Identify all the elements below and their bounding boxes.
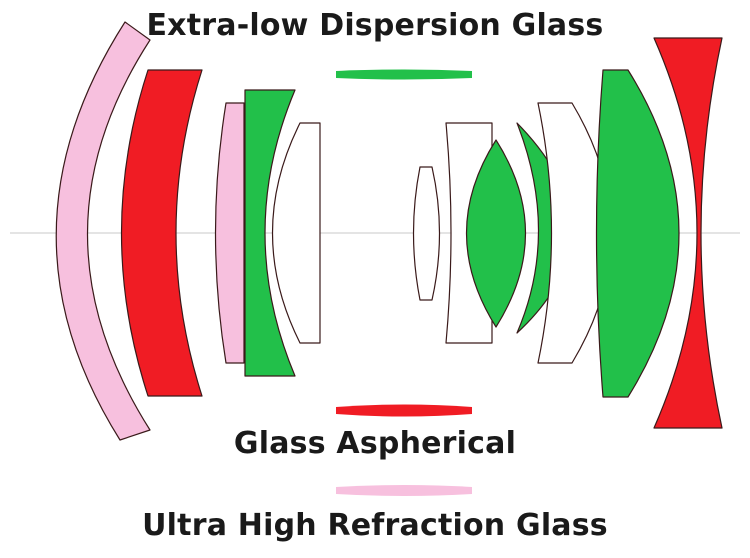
- legend-label-ed: Extra-low Dispersion Glass: [146, 8, 604, 43]
- legend-label-uhr: Ultra High Refraction Glass: [142, 508, 608, 543]
- lens-element-12: [653, 37, 723, 429]
- lens-element-11: [595, 69, 680, 398]
- lens-element-1: [55, 21, 151, 441]
- legend-swatch-aspherical: [336, 404, 472, 417]
- lens-element-5: [271, 122, 321, 344]
- lens-element-2: [120, 69, 203, 397]
- legend-label-aspherical: Glass Aspherical: [233, 426, 517, 461]
- lens-element-4: [244, 89, 296, 377]
- legend-swatch-ed: [336, 69, 472, 80]
- legend-swatch-uhr: [336, 485, 472, 496]
- lens-element-3: [214, 102, 245, 364]
- lens-element-6: [412, 166, 441, 301]
- lens-element-8: [466, 139, 526, 328]
